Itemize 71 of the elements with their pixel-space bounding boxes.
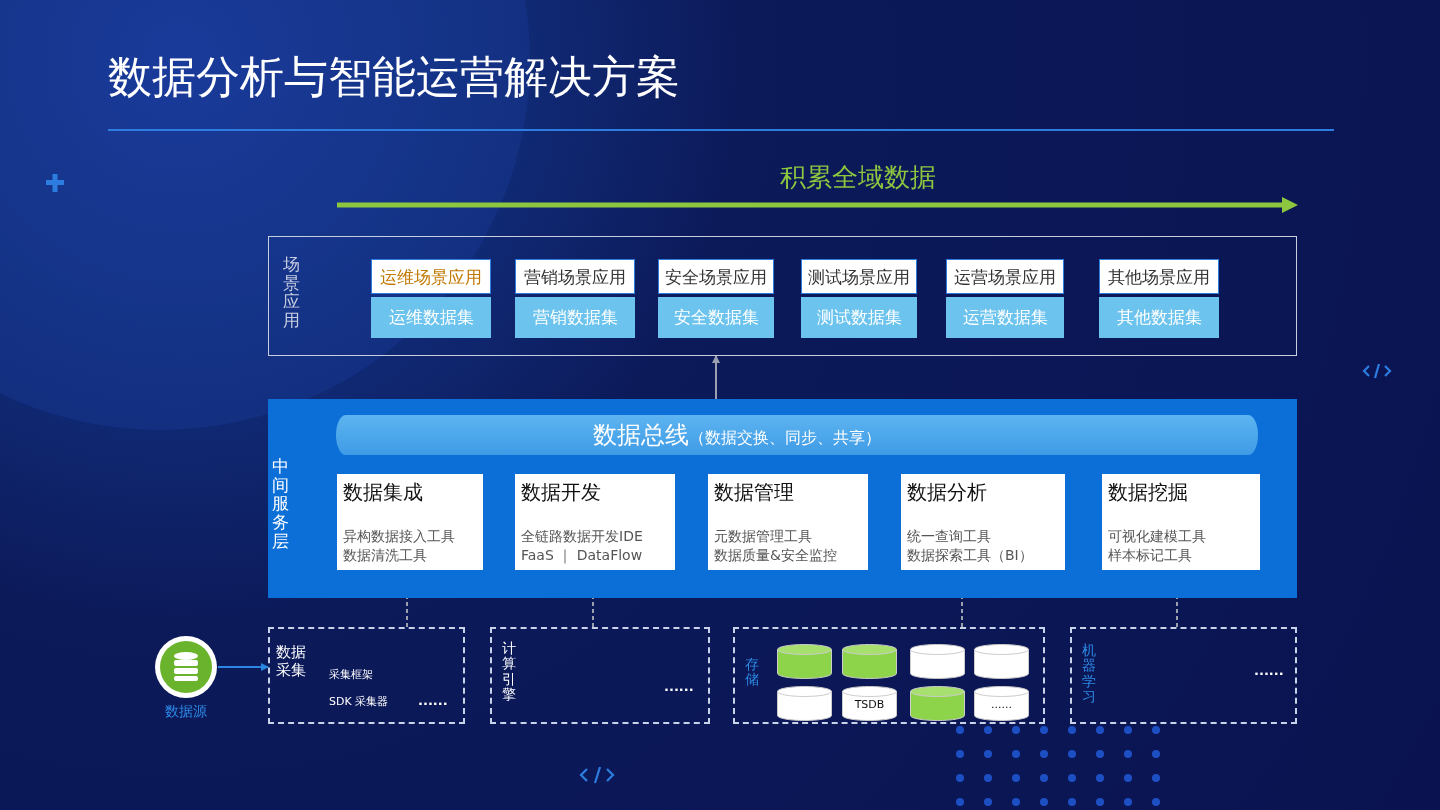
bus-subtitle: （数据交换、同步、共享） (689, 428, 881, 449)
dataset-label: 安全数据集 (672, 306, 760, 329)
node-caption: 数据源 (164, 703, 208, 721)
data-bus-pipe (336, 415, 1258, 455)
dataset-label: 运营数据集 (961, 306, 1049, 329)
scenario-box (371, 259, 491, 294)
bus-title: 数据总线 (593, 420, 689, 451)
service-card (901, 474, 1065, 570)
scenario-label: 其他场景应用 (1107, 266, 1211, 289)
dashed-group-box (268, 627, 465, 724)
layer-label: 中间服务层 (272, 457, 289, 551)
card-title: 数据管理 (714, 479, 794, 506)
tool-label: 数据质量&安全监控 (714, 546, 837, 564)
dataset-box (515, 297, 635, 338)
card-title: 数据开发 (521, 479, 601, 506)
scenario-box (1099, 259, 1219, 294)
tool-label: 统一查询工具 (907, 527, 991, 545)
dataset-box (801, 297, 917, 338)
dataset-label: 运维数据集 (387, 306, 475, 329)
tool-label: 数据探索工具（BI） (907, 546, 1033, 564)
group-label: 数据采集 (276, 643, 306, 679)
dataset-box (371, 297, 491, 338)
ellipsis: ...... (418, 693, 448, 708)
scenario-box (946, 259, 1064, 294)
group-label: 机器学习 (1082, 643, 1096, 705)
scenario-box (801, 259, 917, 294)
slide-title: 数据分析与智能运营解决方案 (108, 50, 680, 104)
scenario-label: 运营场景应用 (953, 266, 1057, 289)
dashed-group-box (733, 627, 1045, 724)
storage-label: ...... (990, 698, 1013, 711)
layer-panel (268, 236, 1297, 356)
dataset-label: 营销数据集 (531, 306, 619, 329)
dataset-label: 测试数据集 (815, 306, 903, 329)
group-label: 计算引擎 (502, 641, 516, 703)
scenario-label: 安全场景应用 (664, 266, 768, 289)
tool-label: 样本标记工具 (1108, 546, 1192, 564)
tool-label: SDK 采集器 (329, 694, 389, 709)
tool-label: FaaS ｜ DataFlow (521, 546, 643, 564)
tool-label: 元数据管理工具 (714, 527, 812, 545)
scenario-box (658, 259, 774, 294)
tool-label: 可视化建模工具 (1108, 527, 1206, 545)
tool-label: 全链路数据开发IDE (521, 527, 643, 545)
scenario-label: 运维场景应用 (379, 266, 483, 289)
layer-label: 场景应用 (283, 255, 300, 330)
dashed-group-box (490, 627, 710, 724)
dataset-box (946, 297, 1064, 338)
scenario-label: 测试场景应用 (807, 266, 911, 289)
card-title: 数据分析 (907, 479, 987, 506)
service-card (337, 474, 483, 570)
scenario-label: 营销场景应用 (523, 266, 627, 289)
group-label: 存储 (745, 657, 759, 688)
dashed-group-box (1070, 627, 1297, 724)
tool-label: 采集框架 (329, 667, 373, 682)
card-title: 数据挖掘 (1108, 479, 1188, 506)
storage-label: TSDB (853, 698, 886, 711)
dataset-box (658, 297, 774, 338)
tool-label: 数据清洗工具 (343, 546, 427, 564)
service-card (515, 474, 675, 570)
ellipsis: ...... (664, 679, 694, 694)
service-layer-panel (268, 399, 1297, 598)
arrow (217, 663, 269, 671)
service-card (1102, 474, 1260, 570)
tool-label: 异构数据接入工具 (343, 527, 455, 545)
scenario-box (515, 259, 635, 294)
service-card (708, 474, 868, 570)
banner-label: 积累全域数据 (780, 161, 936, 194)
ellipsis: ...... (1254, 663, 1284, 678)
card-title: 数据集成 (343, 479, 423, 506)
dataset-box (1099, 297, 1219, 338)
arrow (712, 355, 720, 400)
dataset-label: 其他数据集 (1115, 306, 1203, 329)
